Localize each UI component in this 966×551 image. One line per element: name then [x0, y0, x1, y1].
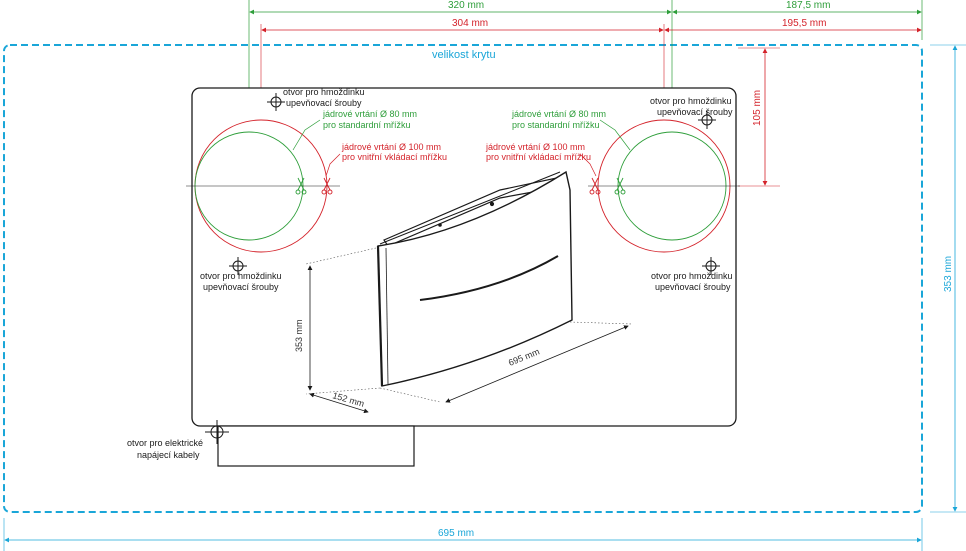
crosshair-icon — [698, 111, 716, 129]
cable-label-line1: otvor pro elektrické — [127, 438, 203, 448]
crosshair-icon — [702, 257, 720, 275]
cable-box — [217, 425, 415, 467]
right-drill-hole — [588, 119, 740, 253]
drill100-right-line1: jádrové vrtání Ø 100 mm — [485, 142, 585, 152]
anchor-tl-line1: otvor pro hmoždinku — [283, 87, 365, 97]
cover-outline — [3, 44, 923, 513]
dim-304-label: 304 mm — [452, 18, 488, 29]
dim-195-label: 195,5 mm — [782, 18, 826, 29]
drill80-right-line1: jádrové vrtání Ø 80 mm — [511, 109, 606, 119]
anchor-bl-line1: otvor pro hmoždinku — [200, 271, 282, 281]
crosshair-icon — [229, 257, 247, 275]
cable-label-line2: napájecí kabely — [137, 450, 200, 460]
dim-105-label: 105 mm — [752, 90, 763, 126]
dim-320-label: 320 mm — [448, 0, 484, 11]
dim-353-product-label: 353 mm — [294, 319, 304, 352]
anchor-tl-line2: upevňovací šrouby — [286, 98, 362, 108]
anchor-bl-line2: upevňovací šrouby — [203, 282, 279, 292]
left-drill-hole — [186, 119, 340, 253]
anchor-br-line1: otvor pro hmoždinku — [651, 271, 733, 281]
scissors-icon — [295, 177, 626, 195]
drill80-left-line2: pro standardní mřížku — [323, 120, 411, 130]
dim-353-cyan-label: 353 mm — [943, 256, 954, 292]
drill80-left-line1: jádrové vrtání Ø 80 mm — [322, 109, 417, 119]
anchor-br-line2: upevňovací šrouby — [655, 282, 731, 292]
dim-695-cyan-label: 695 mm — [438, 528, 474, 539]
drill100-left-line1: jádrové vrtání Ø 100 mm — [341, 142, 441, 152]
cover-label: velikost krytu — [432, 49, 496, 61]
drill100-left-line2: pro vnitřní vkládací mřížku — [342, 152, 447, 162]
anchor-tr-line1: otvor pro hmoždinku — [650, 96, 732, 106]
dim-product-depth — [309, 392, 369, 414]
drill80-right-line2: pro standardní mřížku — [512, 120, 600, 130]
dim-product-width — [445, 325, 629, 403]
crosshair-icon — [205, 420, 229, 444]
drill100-right-line2: pro vnitřní vkládací mřížku — [486, 152, 591, 162]
dim-187-label: 187,5 mm — [786, 0, 830, 11]
anchor-tr-line2: upevňovací šrouby — [657, 107, 733, 117]
crosshair-icon — [267, 93, 285, 111]
